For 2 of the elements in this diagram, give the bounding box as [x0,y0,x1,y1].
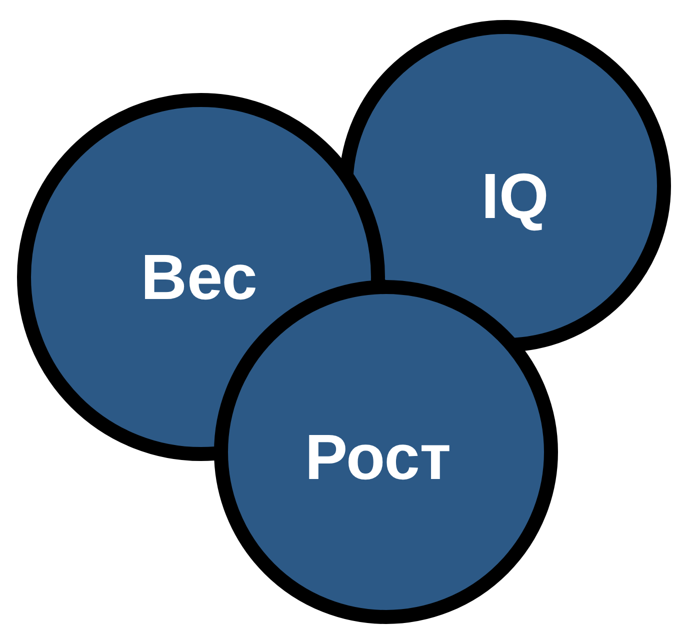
node-label: Вес [140,245,258,309]
node-label: Рост [304,425,452,489]
